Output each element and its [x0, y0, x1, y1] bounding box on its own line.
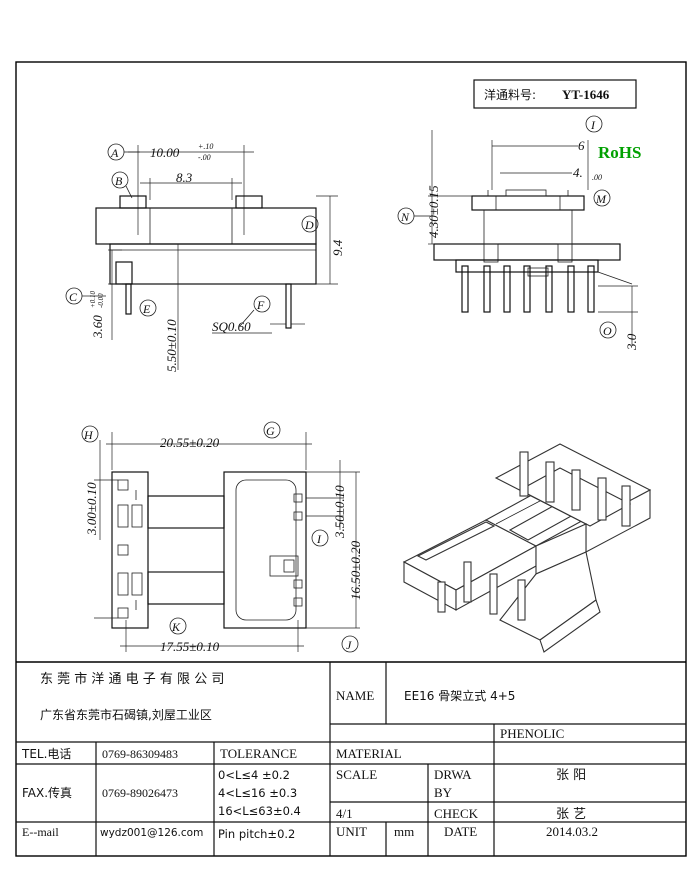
front-base-tol-minus: -0.00 — [97, 293, 105, 308]
tolerance-row-2: 4<L≤16 ±0.3 — [218, 786, 297, 800]
scale-label: SCALE — [336, 767, 377, 782]
front-base-height: 3.60 — [90, 315, 105, 339]
drawn-label-1: DRWA — [434, 767, 472, 782]
drawn-label-2: BY — [434, 785, 453, 800]
svg-text:I: I — [316, 532, 322, 546]
callout-o: O — [599, 321, 617, 339]
email-label: E--mail — [22, 825, 59, 839]
drawn-value: 张 阳 — [556, 768, 586, 783]
material-value: PHENOLIC — [500, 726, 564, 741]
scale-value: 4/1 — [336, 806, 353, 821]
unit-label: UNIT — [336, 824, 367, 839]
svg-text:H: H — [83, 428, 94, 442]
bottom-pitch-dim: 3.50±0.10 — [332, 485, 347, 539]
rohs-mark: RoHS — [598, 143, 641, 162]
part-number-box: 洋通料号: YT-1646 — [473, 79, 637, 109]
side-height-dim: 4.30±0.15 — [426, 185, 441, 238]
svg-text:I: I — [590, 118, 596, 132]
front-width-tol-minus: -.00 — [198, 153, 211, 162]
name-label: NAME — [336, 688, 374, 703]
part-number-label: 洋通料号: — [484, 87, 536, 102]
front-width-top: 10.00 — [150, 145, 180, 160]
tolerance-row-1: 0<L≤4 ±0.2 — [218, 768, 290, 782]
tolerance-label: TOLERANCE — [220, 746, 297, 761]
company-address: 广东省东莞市石碣镇,刘屋工业区 — [40, 707, 212, 722]
callout-n: N — [397, 207, 430, 225]
name-value: EE16 骨架立式 4+5 — [404, 688, 515, 703]
bottom-view: 20.55±0.20 3.50±0.10 16.50±0 — [81, 421, 363, 654]
svg-text:J: J — [346, 638, 352, 652]
check-value: 张 艺 — [556, 807, 586, 822]
front-view: 10.00 +.10 -.00 8.3 9.4 3.60 +0.10 -0.0 — [65, 142, 345, 372]
material-label: MATERIAL — [336, 746, 402, 761]
callout-f: F — [239, 295, 271, 327]
side-pin-dim: 3.0 — [624, 333, 639, 351]
svg-text:B: B — [115, 174, 123, 188]
front-inner-width: 8.3 — [176, 170, 193, 185]
part-number-value: YT-1646 — [562, 87, 610, 102]
unit-value: mm — [394, 824, 414, 839]
date-value: 2014.03.2 — [546, 824, 598, 839]
svg-text:N: N — [400, 210, 410, 224]
callout-i-side: I — [585, 115, 603, 133]
callout-k: K — [169, 617, 187, 635]
bottom-length-dim: 20.55±0.20 — [160, 435, 220, 450]
front-pin-square: SQ0.60 — [212, 319, 251, 334]
svg-text:G: G — [266, 424, 275, 438]
callout-m: M — [593, 189, 611, 207]
front-pin-length: 5.50±0.10 — [164, 319, 179, 372]
tolerance-row-3: 16<L≤63±0.4 — [218, 804, 301, 818]
tel-label: TEL.电话 — [21, 747, 71, 761]
bottom-left-dim: 3.00±0.10 — [84, 482, 99, 536]
callout-b: B — [111, 171, 133, 199]
tel-value: 0769-86309483 — [102, 747, 178, 761]
callout-e: E — [139, 299, 157, 317]
tolerance-row-4: Pin pitch±0.2 — [218, 827, 295, 841]
fax-label: FAX.传真 — [22, 785, 72, 800]
isometric-view — [402, 443, 652, 653]
bottom-width-dim: 16.50±0.20 — [348, 540, 363, 600]
side-top-dim: 6 — [578, 138, 585, 153]
svg-text:C: C — [69, 290, 78, 304]
front-height: 9.4 — [330, 239, 345, 256]
bottom-pinrow-dim: 17.55±0.10 — [160, 639, 220, 654]
callout-d: D — [301, 215, 319, 233]
fax-value: 0769-89026473 — [102, 786, 178, 800]
front-base-tol-plus: +0.10 — [89, 291, 97, 308]
sheet-border — [15, 61, 687, 857]
email-value: wydz001@126.com — [100, 827, 203, 839]
front-width-tol-plus: +.10 — [198, 142, 213, 151]
svg-text:A: A — [110, 146, 119, 160]
date-label: DATE — [444, 824, 477, 839]
callout-h: H — [81, 425, 99, 443]
svg-text:K: K — [171, 620, 181, 634]
side-view: 6 4. .00 3.0 4.30±0.15 — [397, 115, 639, 351]
callout-c: C — [65, 287, 106, 305]
callout-g: G — [263, 421, 281, 439]
title-block: 东 莞 市 洋 通 电 子 有 限 公 司 广东省东莞市石碣镇,刘屋工业区 NA… — [16, 661, 686, 856]
side-mid-tol: .00 — [592, 173, 602, 182]
svg-text:E: E — [142, 302, 151, 316]
callout-i-bottom: I — [311, 529, 329, 547]
callout-a: A — [107, 143, 140, 161]
company-name: 东 莞 市 洋 通 电 子 有 限 公 司 — [40, 671, 224, 687]
check-label: CHECK — [434, 806, 479, 821]
side-mid-dim: 4. — [573, 165, 583, 180]
svg-text:M: M — [595, 192, 607, 206]
svg-text:F: F — [256, 298, 265, 312]
svg-text:D: D — [304, 218, 314, 232]
svg-text:O: O — [603, 324, 612, 338]
callout-j: J — [341, 635, 359, 653]
